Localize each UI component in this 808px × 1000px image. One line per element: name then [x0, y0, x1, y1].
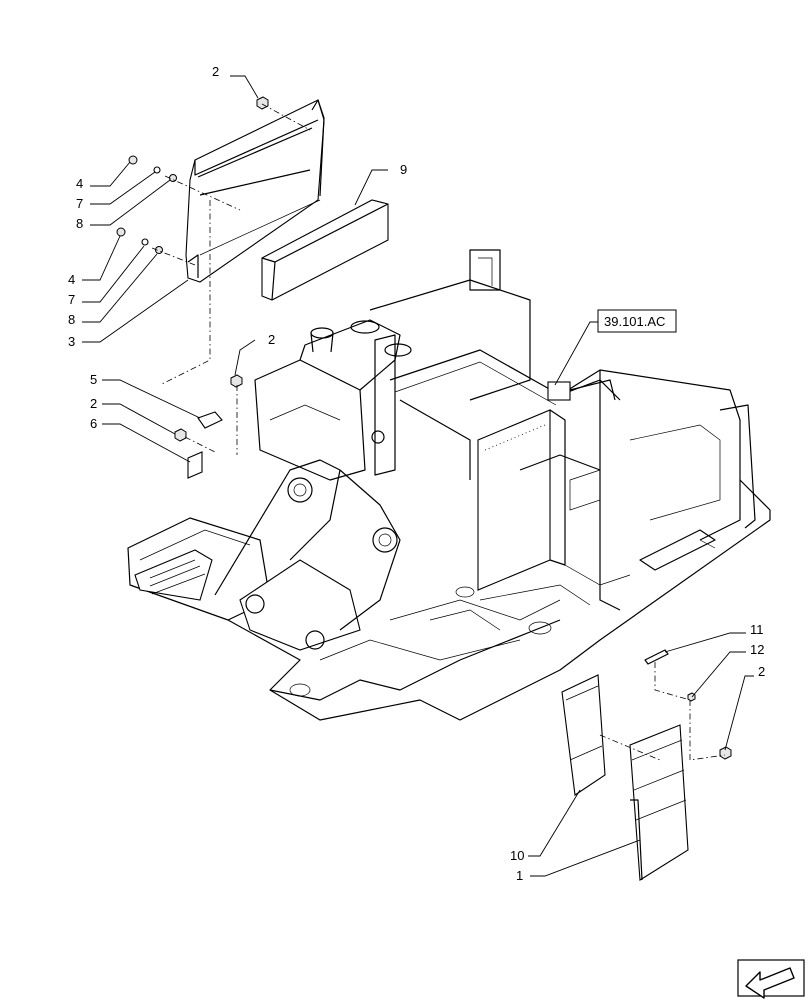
- callout-4-lower: 4: [68, 272, 75, 287]
- machine-frame: [127, 249, 771, 721]
- callout-11: 11: [750, 622, 764, 637]
- callout-4-upper: 4: [76, 176, 83, 191]
- reference-label: 39.101.AC: [604, 314, 665, 329]
- callout-2-mid: 2: [268, 332, 275, 347]
- mounting-bracket: [174, 374, 243, 479]
- callout-8-upper: 8: [76, 216, 83, 231]
- arrow-icon[interactable]: [737, 959, 805, 999]
- callout-12: 12: [750, 642, 764, 657]
- callout-8-lower: 8: [68, 312, 75, 327]
- callout-1: 1: [516, 868, 523, 883]
- side-cover-panel: [561, 674, 689, 881]
- washer-set-upper: [128, 155, 177, 182]
- upper-cover-panel: [185, 99, 325, 283]
- callout-2-top: 2: [212, 64, 219, 79]
- callout-9: 9: [400, 162, 407, 177]
- callout-labels: 2 4 7 8 9 4 7 8 3 2 5 2 6 11 12 2 10 1: [68, 64, 765, 883]
- callout-2-left: 2: [90, 396, 97, 411]
- reference-box[interactable]: 39.101.AC: [597, 309, 677, 333]
- callout-6: 6: [90, 416, 97, 431]
- callout-2-right: 2: [758, 664, 765, 679]
- callout-3: 3: [68, 334, 75, 349]
- callout-7-lower: 7: [68, 292, 75, 307]
- callout-7-upper: 7: [76, 196, 83, 211]
- bolt-icon: [256, 96, 269, 110]
- callout-5: 5: [90, 372, 97, 387]
- callout-10: 10: [510, 848, 524, 863]
- leader-lines: [82, 75, 754, 877]
- foam-pad: [261, 199, 389, 301]
